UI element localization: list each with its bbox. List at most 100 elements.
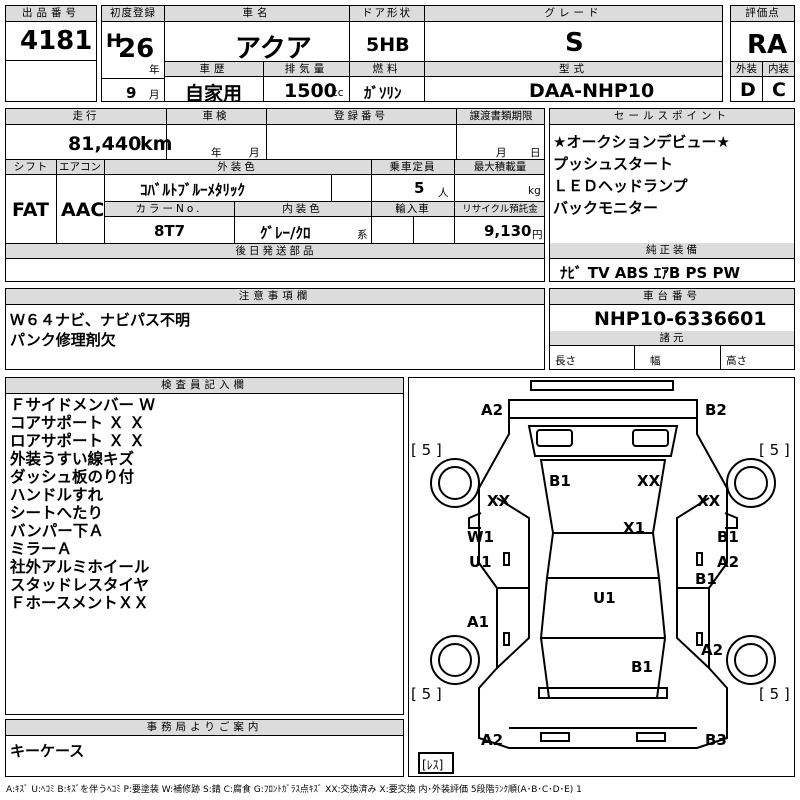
lot-number-value: 4181 xyxy=(20,26,93,56)
colorno-label: カラーNo. xyxy=(104,201,234,217)
exterior-grade-value: D xyxy=(740,79,756,101)
inspector-line: ハンドルすれ xyxy=(10,486,104,504)
damage-code: X1 xyxy=(623,519,646,537)
inspector-label: 検査員記入欄 xyxy=(6,378,403,394)
damage-code: B1 xyxy=(549,472,571,490)
damage-code: B1 xyxy=(695,570,717,588)
model-box: 型式 DAA-NHP10 xyxy=(424,61,723,102)
history-value: 自家用 xyxy=(185,83,243,102)
car-name-value: アクア xyxy=(235,34,312,62)
recycle-unit: 円 xyxy=(532,229,543,241)
era-value: H xyxy=(106,30,122,52)
history-box: 車歴 自家用 xyxy=(164,61,264,102)
equipment-label: 純正装備 xyxy=(550,243,794,259)
office-value: キーケース xyxy=(10,742,85,760)
fuel-value: ｶﾞｿﾘﾝ xyxy=(364,84,402,102)
interior-value: ｸﾞﾚｰ/ｸﾛ xyxy=(260,224,311,242)
spare-tire-status: [ﾚｽ] xyxy=(422,758,444,772)
displacement-label: 排気量 xyxy=(264,62,349,77)
damage-code: B1 xyxy=(631,658,653,676)
damage-code: XX xyxy=(637,472,661,490)
notes-box: 注意事項欄 Ｗ６４ナビ、ナビパス不明 パンク修理剤欠 xyxy=(5,288,545,370)
regno-label: 登録番号 xyxy=(266,109,456,125)
sales-point-box: セールスポイント ★オークションデビュー★ プッシュスタート ＬＥＤヘッドランプ… xyxy=(549,108,795,282)
capacity-label: 乗車定員 xyxy=(371,159,454,175)
score-box: 評価点 RA xyxy=(730,5,795,62)
model-label: 型式 xyxy=(425,62,722,77)
inspector-line: ミラーＡ xyxy=(10,540,73,558)
fuel-box: 燃料 ｶﾞｿﾘﾝ xyxy=(349,61,425,102)
recycle-value: 9,130 xyxy=(484,222,532,240)
month-unit: 月 xyxy=(149,89,160,101)
interior-grade-box: 内装 C xyxy=(762,61,795,102)
inspection-label: 車検 xyxy=(166,109,266,125)
transfer-month: 月 xyxy=(496,147,507,159)
inspector-line: ダッシュ板のり付 xyxy=(10,468,135,486)
car-diagram-box: A2 B2 B1 XX XX XX X1 W1 U1 B1 A2 B1 U1 A… xyxy=(408,377,795,777)
office-label: 事務局よりご案内 xyxy=(6,720,403,736)
colorno-value: 8T7 xyxy=(154,222,186,240)
length-label: 長さ xyxy=(555,355,576,367)
damage-code: U1 xyxy=(469,553,492,571)
score-value: RA xyxy=(747,30,788,60)
interior-grade-label: 内装 xyxy=(763,62,794,77)
load-label: 最大積載量 xyxy=(454,159,544,175)
door-label: ドア形状 xyxy=(350,6,424,22)
ac-label: エアコン xyxy=(56,159,104,175)
displacement-unit: cc xyxy=(332,87,344,99)
car-name-label: 車名 xyxy=(165,6,349,22)
damage-code: A2 xyxy=(481,401,504,419)
chassis-box: 車台番号 NHP10-6336601 諸元 長さ 幅 高さ xyxy=(549,288,795,370)
capacity-value: 5 xyxy=(414,179,425,197)
inspector-line: スタッドレスタイヤ xyxy=(10,576,150,594)
damage-code: XX xyxy=(697,492,721,510)
tire-depth: [ 5 ] xyxy=(411,685,442,703)
height-label: 高さ xyxy=(726,355,747,367)
displacement-value: 1500 xyxy=(284,80,337,102)
grade-label: グレード xyxy=(425,6,722,22)
damage-code: B2 xyxy=(705,401,727,419)
damage-code: A1 xyxy=(467,613,490,631)
later-parts-label: 後日発送部品 xyxy=(6,243,544,259)
width-label: 幅 xyxy=(650,355,661,367)
color-label: 外装色 xyxy=(104,159,371,175)
damage-code: U1 xyxy=(593,589,616,607)
inspector-line: 社外アルミホイール xyxy=(10,558,150,576)
damage-code: B3 xyxy=(705,731,727,749)
transfer-day: 日 xyxy=(530,147,541,159)
damage-code: A2 xyxy=(717,553,740,571)
capacity-unit: 人 xyxy=(438,187,449,199)
notes-label: 注意事項欄 xyxy=(6,289,544,305)
lot-number-spacer xyxy=(5,60,97,102)
year-value: 26 xyxy=(118,34,155,64)
office-box: 事務局よりご案内 キーケース xyxy=(5,719,404,777)
notes-line: Ｗ６４ナビ、ナビパス不明 xyxy=(10,311,191,329)
ac-value: AAC xyxy=(61,199,105,221)
door-box: ドア形状 5HB xyxy=(349,5,425,62)
mileage-label: 走行 xyxy=(6,109,166,125)
tire-depth: [ 5 ] xyxy=(411,441,442,459)
interior-label: 内装色 xyxy=(234,201,371,217)
inspector-line: バンパー下Ａ xyxy=(10,522,104,540)
first-registration-label: 初度登録 xyxy=(102,6,164,22)
inspector-line: シートへたり xyxy=(10,504,104,522)
chassis-label: 車台番号 xyxy=(550,289,794,305)
damage-code: W1 xyxy=(467,528,494,546)
chassis-value: NHP10-6336601 xyxy=(594,308,767,330)
inspector-line: 外装うすい線キズ xyxy=(10,450,135,468)
sales-point-label: セールスポイント xyxy=(550,109,794,125)
tire-depth: [ 5 ] xyxy=(759,441,790,459)
spec-label: 諸元 xyxy=(550,331,794,346)
damage-code: B1 xyxy=(717,528,739,546)
inspector-line: ロアサポート Ｘ Ｘ xyxy=(10,432,145,450)
notes-line: パンク修理剤欠 xyxy=(10,331,116,349)
sales-point-line: バックモニター xyxy=(553,199,659,217)
inspector-box: 検査員記入欄 Ｆサイドメンバー Ｗ コアサポート Ｘ Ｘ ロアサポート Ｘ Ｘ … xyxy=(5,377,404,715)
inspection-year: 年 xyxy=(211,147,222,159)
legend: A:ｷｽﾞ U:ﾍｺﾐ B:ｷｽﾞを伴うﾍｺﾐ P:要塗装 W:補修跡 S:錆 … xyxy=(6,785,582,795)
transfer-label: 譲渡書類期限 xyxy=(456,109,544,125)
year-unit: 年 xyxy=(149,64,160,76)
equipment-value: ﾅﾋﾞ TV ABS ｴｱB PS PW xyxy=(560,264,741,282)
details-block: 走行 車検 登録番号 譲渡書類期限 81,440 km 年 月 月 日 シフト … xyxy=(5,108,545,282)
recycle-label: リサイクル預託金 xyxy=(454,201,544,217)
